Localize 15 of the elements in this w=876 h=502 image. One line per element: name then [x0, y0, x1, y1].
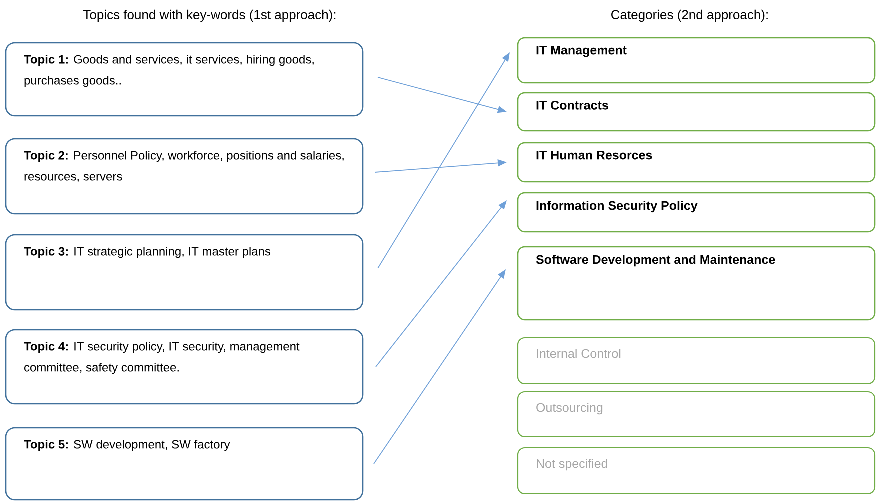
topic-box: Topic 5: SW development, SW factory [5, 427, 364, 501]
category-box: Information Security Policy [517, 192, 876, 233]
topic-box: Topic 4: IT security policy, IT security, management committee, safety committee. [5, 329, 364, 405]
topic-box: Topic 1: Goods and services, it services, hiring goods, purchases goods.. [5, 42, 364, 117]
column-heading: Topics found with key-words (1st approach): [84, 10, 336, 22]
topic-box: Topic 2: Personnel Policy, workforce, positions and salaries, resources, servers [5, 138, 364, 215]
category-box: Not specified [517, 447, 876, 495]
column-heading: Categories (2nd approach): [612, 10, 768, 22]
category-box: IT Management [517, 37, 876, 84]
category-box: IT Human Resorces [517, 142, 876, 183]
category-box: IT Contracts [517, 92, 876, 132]
category-box: Software Development and Maintenance [517, 246, 876, 321]
topic-box: Topic 3: IT strategic planning, IT master plans [5, 234, 364, 311]
category-box: Internal Control [517, 337, 876, 385]
category-box: Outsourcing [517, 391, 876, 438]
